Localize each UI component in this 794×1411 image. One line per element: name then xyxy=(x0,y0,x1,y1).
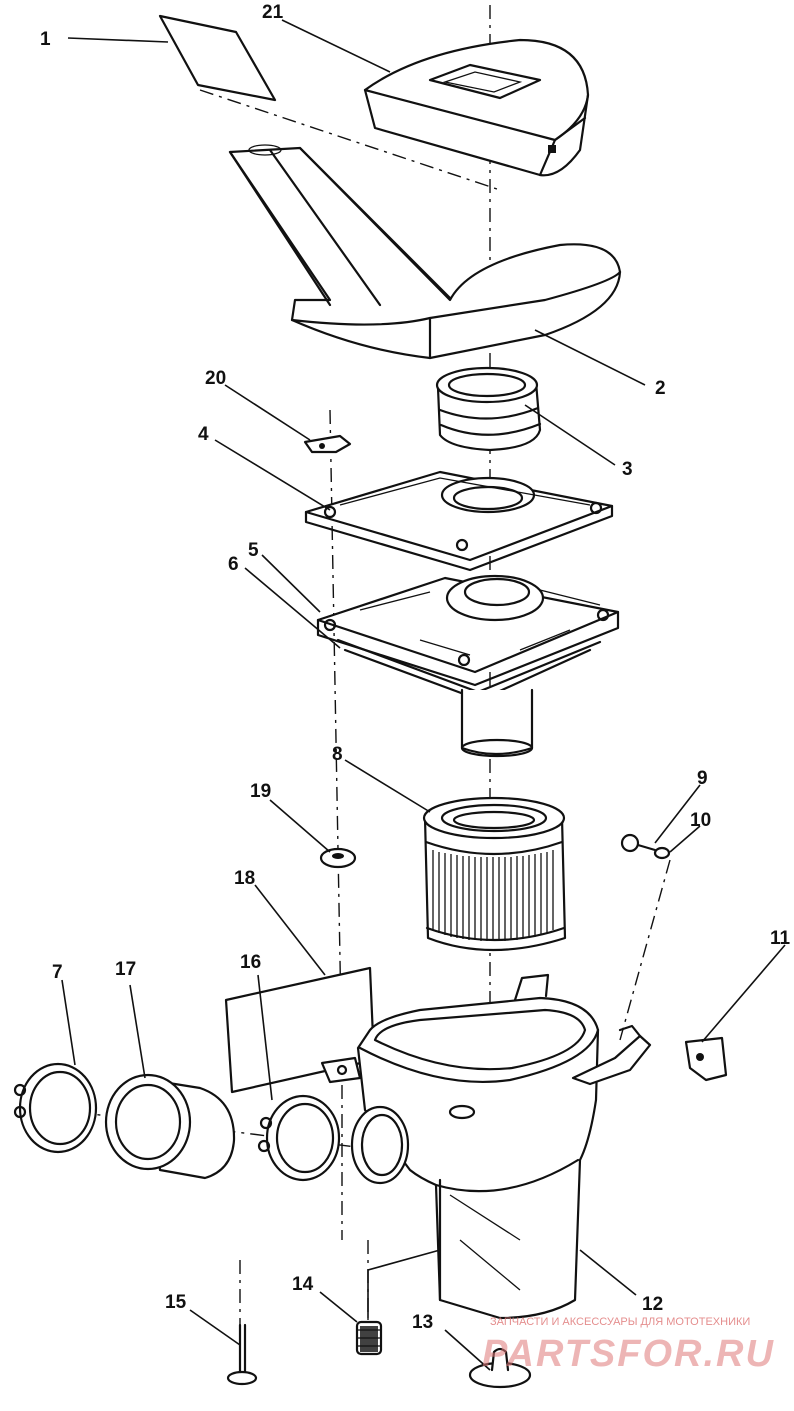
part-1-decal xyxy=(158,14,277,102)
part-12-airbox xyxy=(320,973,652,1320)
watermark-tagline: ЗАПЧАСТИ И АКСЕССУАРЫ ДЛЯ МОТОТЕХНИКИ xyxy=(490,1316,750,1328)
callout-11: 11 xyxy=(770,928,791,949)
callout-1: 1 xyxy=(40,29,51,50)
watermark: ЗАПЧАСТИ И АКСЕССУАРЫ ДЛЯ МОТОТЕХНИКИ PA… xyxy=(482,1316,775,1375)
callout-8: 8 xyxy=(332,744,343,765)
part-7-clamp xyxy=(13,1062,98,1154)
callout-12: 12 xyxy=(642,1294,663,1315)
callout-13: 13 xyxy=(412,1312,433,1333)
part-21-intake-cap xyxy=(363,38,590,177)
callout-17: 17 xyxy=(115,959,136,980)
callout-16: 16 xyxy=(240,952,261,973)
part-15-bolt xyxy=(226,1323,258,1386)
part-19-washer xyxy=(319,847,357,869)
callout-14: 14 xyxy=(292,1274,314,1295)
callout-21: 21 xyxy=(262,2,284,23)
callout-4: 4 xyxy=(198,424,209,445)
leader-lines xyxy=(61,19,786,1371)
part-5-base-plate xyxy=(316,574,620,758)
part-2-airbox-cover xyxy=(228,144,622,360)
callout-9: 9 xyxy=(697,768,708,789)
callout-10: 10 xyxy=(690,810,711,831)
part-17-intake-boot xyxy=(104,1073,236,1180)
callout-7: 7 xyxy=(52,962,63,983)
callout-labels: 1 2 3 4 5 6 7 8 9 10 11 12 13 14 15 16 1… xyxy=(40,2,791,1333)
part-16-clamp xyxy=(257,1094,341,1182)
part-13-drain-valve xyxy=(468,1347,532,1389)
part-8-air-filter xyxy=(422,796,567,952)
part-3-boot xyxy=(435,366,542,452)
part-20-clip xyxy=(303,434,352,454)
callout-5: 5 xyxy=(248,540,259,561)
part-9-screw xyxy=(620,833,657,853)
callout-15: 15 xyxy=(165,1292,187,1313)
part-4-top-plate xyxy=(304,470,614,572)
callout-6: 6 xyxy=(228,554,239,575)
callout-2: 2 xyxy=(655,378,666,399)
callout-20: 20 xyxy=(205,368,226,389)
watermark-brand: PARTSFOR.RU xyxy=(482,1333,775,1375)
part-10-washer xyxy=(653,846,671,860)
part-11-clip-nut xyxy=(684,1036,728,1082)
part-14-grommet xyxy=(355,1320,383,1356)
callout-19: 19 xyxy=(250,781,271,802)
callout-3: 3 xyxy=(622,459,633,480)
callout-18: 18 xyxy=(234,868,255,889)
